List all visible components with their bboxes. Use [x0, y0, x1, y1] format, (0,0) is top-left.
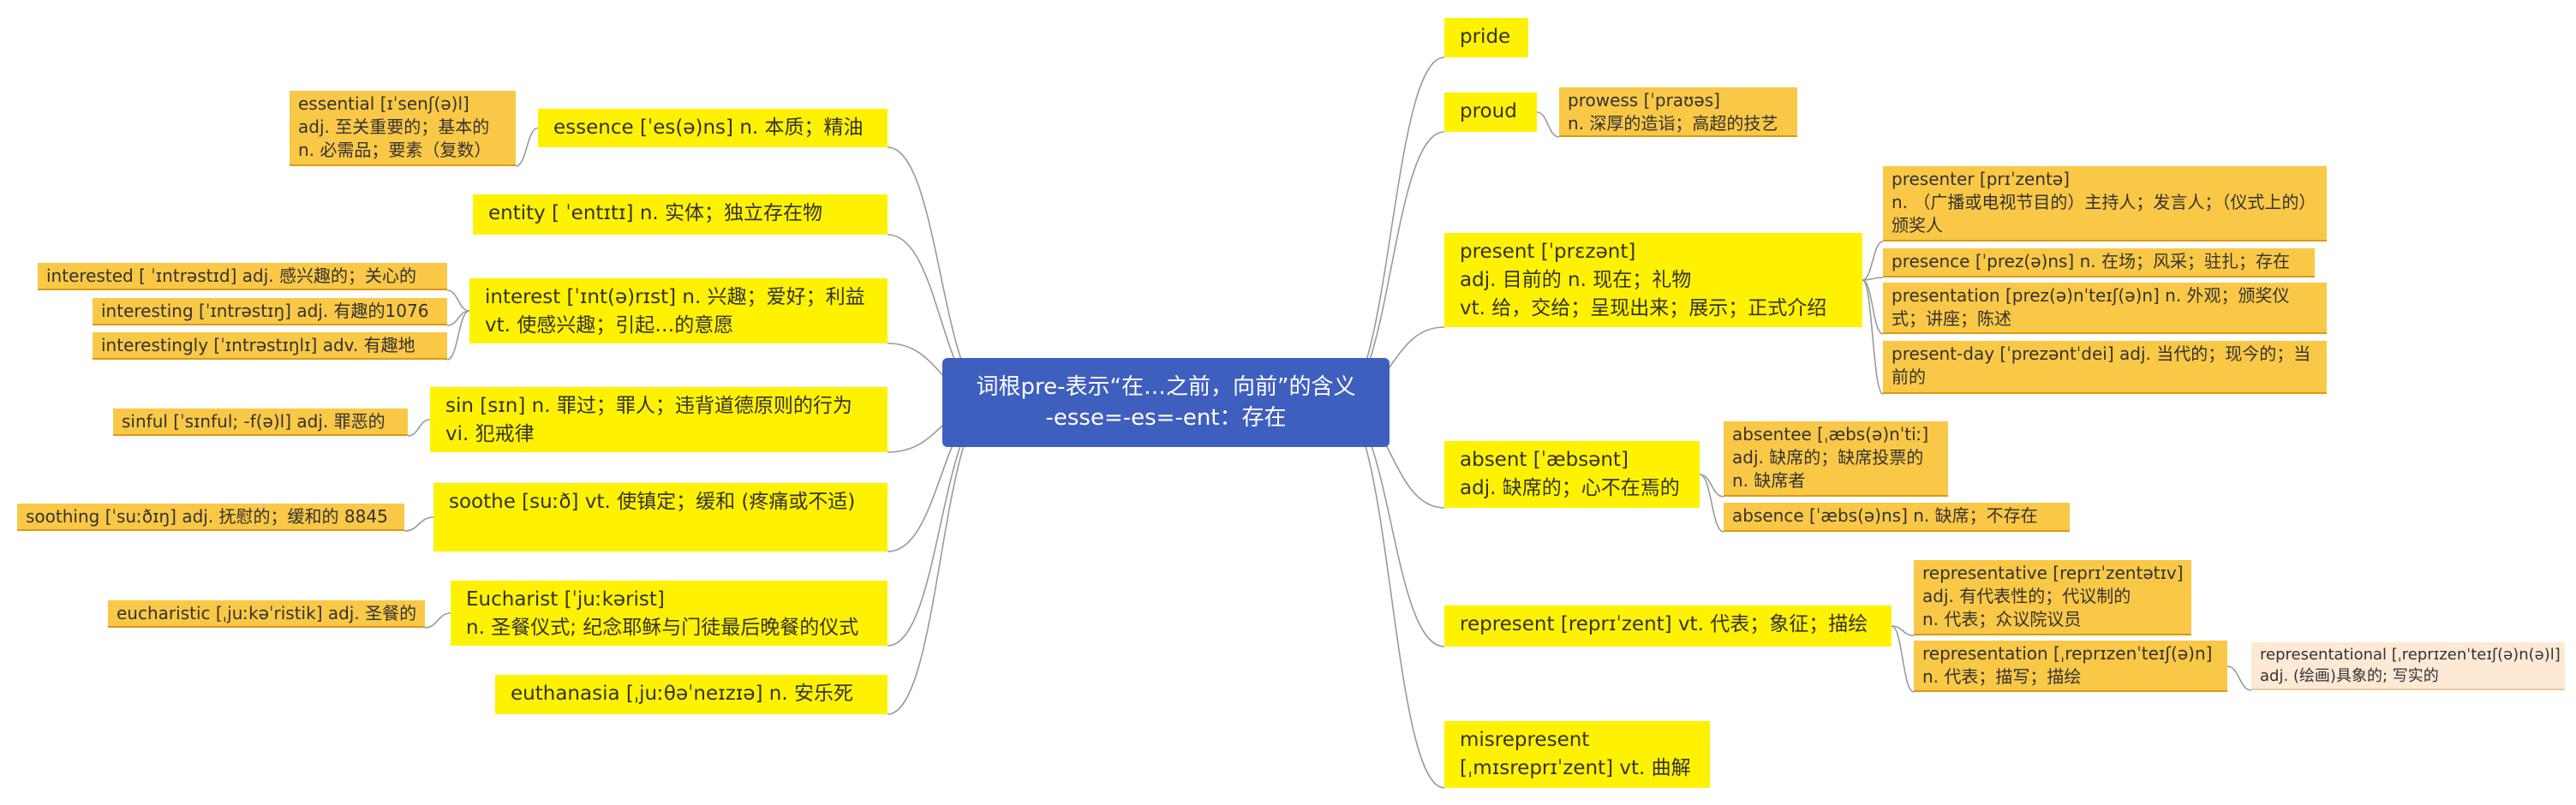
node-pride[interactable]: pride — [1444, 18, 1528, 57]
root-topic[interactable]: 词根pre-表示“在…之前，向前”的含义 -esse=-es=-ent：存在 — [942, 358, 1390, 447]
node-euthanasia[interactable]: euthanasia [ˌjuːθəˈneɪzɪə] n. 安乐死 — [495, 675, 888, 714]
node-eucharist[interactable]: Eucharist [ˈjuːkərist] n. 圣餐仪式; 纪念耶稣与门徒最… — [451, 581, 888, 646]
node-misrepresent[interactable]: misrepresent [ˌmɪsreprɪˈzent] vt. 曲解 — [1444, 721, 1710, 788]
link-presenter — [1862, 241, 1884, 281]
link-representational — [2226, 665, 2252, 691]
node-absentee[interactable]: absentee [ˌæbs(ə)nˈtiː] adj. 缺席的；缺席投票的 n… — [1724, 421, 1948, 497]
node-absence[interactable]: absence [ˈæbs(ə)ns] n. 缺席；不存在 — [1724, 503, 2070, 532]
node-representational[interactable]: representational [ˌreprɪzenˈteɪʃ(ə)n(ə)l… — [2251, 642, 2565, 690]
link-euthanasia — [887, 402, 995, 715]
node-presentation[interactable]: presentation [prez(ə)nˈteɪʃ(ə)n] n. 外观；颁… — [1883, 283, 2327, 334]
node-present[interactable]: present [ˈprɛzənt] adj. 目前的 n. 现在；礼物 vt.… — [1444, 233, 1862, 327]
node-proud[interactable]: proud — [1444, 92, 1537, 132]
link-misrepresent — [1337, 402, 1445, 789]
root-title: 词根pre-表示“在…之前，向前”的含义 — [976, 374, 1356, 400]
node-interesting[interactable]: interesting [ˈɪntrəstɪŋ] adj. 有趣的1076 — [93, 298, 447, 325]
link-presence — [1862, 277, 1884, 281]
node-representative[interactable]: representative [reprɪˈzentətɪv] adj. 有代表… — [1914, 560, 2191, 635]
node-eucharistic[interactable]: eucharistic [ˌjuːkəˈristik] adj. 圣餐的 — [108, 600, 425, 628]
node-soothe[interactable]: soothe [suːð] vt. 使镇定；缓和 (疼痛或不适) — [433, 483, 888, 552]
link-soothing — [403, 516, 434, 532]
node-essential[interactable]: essential [ɪˈsenʃ(ə)l] adj. 至关重要的；基本的 n.… — [290, 91, 516, 166]
node-interest[interactable]: interest [ˈɪnt(ə)rɪst] n. 兴趣；爱好；利益 vt. 使… — [469, 278, 888, 343]
link-presentday — [1862, 279, 1884, 395]
link-prowess — [1536, 111, 1560, 138]
node-present-day[interactable]: present-day [ˈprezəntˈdei] adj. 当代的；现今的；… — [1883, 341, 2327, 394]
link-eucharistic — [424, 612, 451, 629]
node-essence[interactable]: essence [ˈes(ə)ns] n. 本质；精油 — [538, 109, 888, 147]
node-sin[interactable]: sin [sɪn] n. 罪过；罪人；违背道德原则的行为 vi. 犯戒律 — [430, 387, 888, 452]
link-representation — [1891, 625, 1915, 693]
link-sinful — [407, 419, 431, 437]
node-sinful[interactable]: sinful [ˈsɪnful; -f(ə)l] adj. 罪恶的 — [113, 408, 408, 436]
link-pride — [1337, 57, 1445, 403]
node-interested[interactable]: interested [ ˈɪntrəstɪd] adj. 感兴趣的；关心的 — [38, 263, 447, 290]
node-presence[interactable]: presence [ˈprez(ə)ns] n. 在场；风采；驻扎；存在 — [1883, 248, 2315, 277]
node-entity[interactable]: entity [ ˈentɪtɪ] n. 实体；独立存在物 — [473, 194, 888, 235]
link-interestingly — [446, 310, 470, 361]
link-essential — [515, 127, 539, 167]
node-interestingly[interactable]: interestingly [ˈɪntrəstɪŋlɪ] adv. 有趣地 — [93, 332, 447, 360]
link-absence — [1699, 474, 1724, 533]
node-presenter[interactable]: presenter [prɪˈzentə] n. （广播或电视节目的）主持人；发… — [1883, 166, 2327, 242]
node-representation[interactable]: representation [ˌreprɪzenˈteɪʃ(ə)n] n. 代… — [1914, 641, 2227, 692]
link-presentation — [1862, 279, 1884, 335]
link-interested — [446, 289, 470, 312]
root-subtitle: -esse=-es=-ent：存在 — [1045, 405, 1287, 431]
link-absentee — [1699, 474, 1724, 498]
node-prowess[interactable]: prowess [ˈpraʊəs] n. 深厚的造诣；高超的技艺 — [1559, 87, 1797, 137]
node-represent[interactable]: represent [reprɪˈzent] vt. 代表；象征；描绘 — [1444, 605, 1892, 647]
node-absent[interactable]: absent [ˈæbsənt] adj. 缺席的；心不在焉的 — [1444, 441, 1700, 508]
node-soothing[interactable]: soothing [ˈsuːðɪŋ] adj. 抚慰的；缓和的 8845 — [17, 504, 404, 531]
link-representative — [1891, 625, 1915, 636]
